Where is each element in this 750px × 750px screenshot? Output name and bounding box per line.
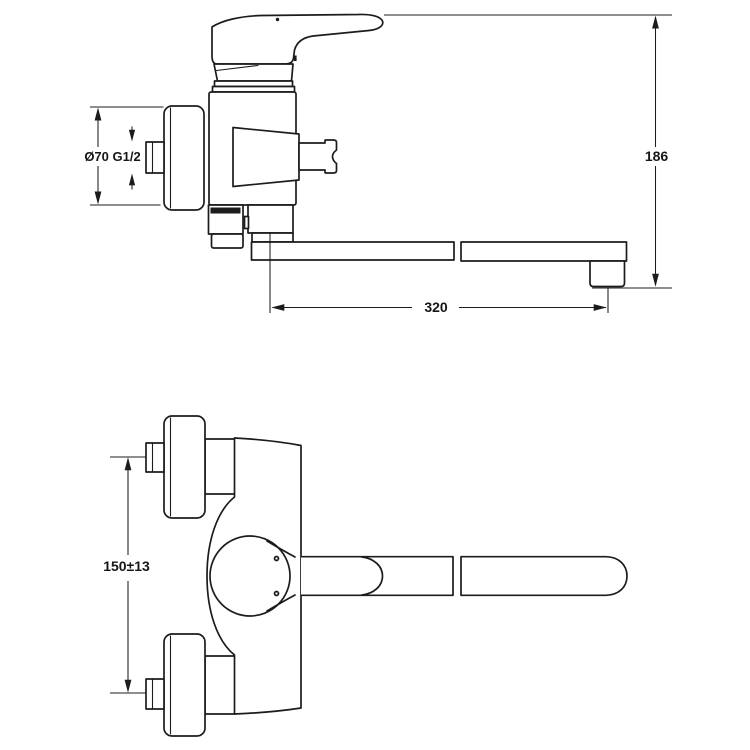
dim-label-spout-reach: 320	[424, 299, 448, 315]
spout-mount	[247, 204, 294, 234]
cover-screw-bottom	[273, 590, 280, 597]
dim-inlet-spacing: 150±13	[103, 456, 150, 694]
shower-hose-connector	[298, 139, 338, 174]
arrowhead-left	[271, 304, 285, 311]
arrowhead-up-small	[128, 173, 136, 186]
spout-arm-segment1-plan	[301, 555, 454, 597]
arrowhead-up	[652, 15, 659, 29]
cover-screw-top	[273, 555, 280, 562]
handle-skirt-line	[215, 64, 259, 72]
dim-label-flange-diameter: Ø70 G1/2	[84, 149, 140, 164]
arrowhead-up	[124, 457, 132, 471]
shower-outlet-cap	[210, 233, 244, 249]
spout-arm-segment1-side	[250, 241, 455, 261]
arrowhead-down-small	[128, 129, 136, 142]
handle-neck-top-plan	[266, 540, 296, 558]
handle-indicator-dot	[275, 17, 280, 22]
inlet-pipe-bottom-plan	[204, 655, 236, 715]
diverter-cone	[232, 126, 300, 188]
arrowhead-down	[652, 273, 659, 287]
shower-outlet-seal	[210, 207, 241, 214]
arrowhead-down	[94, 191, 102, 205]
lever-handle-side	[211, 13, 384, 65]
spout-nut	[251, 232, 294, 243]
side-view	[145, 13, 628, 288]
spout-outlet-side	[589, 260, 626, 288]
dim-spout-reach: 320	[269, 233, 609, 315]
handle-side-mark	[294, 55, 297, 61]
inlet-fitting-top-plan	[145, 442, 165, 473]
arrowhead-right	[593, 304, 607, 311]
arrowhead-down	[124, 679, 132, 693]
plan-view	[145, 415, 628, 737]
handle-neck-bottom-plan	[266, 594, 296, 612]
cartridge-cover-plan	[209, 535, 291, 617]
arrowhead-up	[94, 107, 102, 121]
dim-overall-height: 186	[384, 14, 672, 289]
inlet-fitting-bottom-plan	[145, 678, 165, 710]
inlet-fitting-side	[145, 141, 165, 174]
spout-mount-tab	[243, 215, 250, 230]
dim-flange-diameter: Ø70 G1/2	[84, 106, 164, 206]
dim-label-inlet-spacing: 150±13	[103, 558, 150, 574]
spout-arm-segment2-plan	[460, 555, 628, 597]
handle-tip-arc-plan	[361, 556, 384, 596]
dim-label-overall-height: 186	[645, 148, 669, 164]
inlet-pipe-top-plan	[204, 438, 236, 495]
dimensions: Ø70 G1/2 186 320 150±13	[84, 14, 672, 694]
spout-arm-segment2-side	[460, 241, 628, 262]
